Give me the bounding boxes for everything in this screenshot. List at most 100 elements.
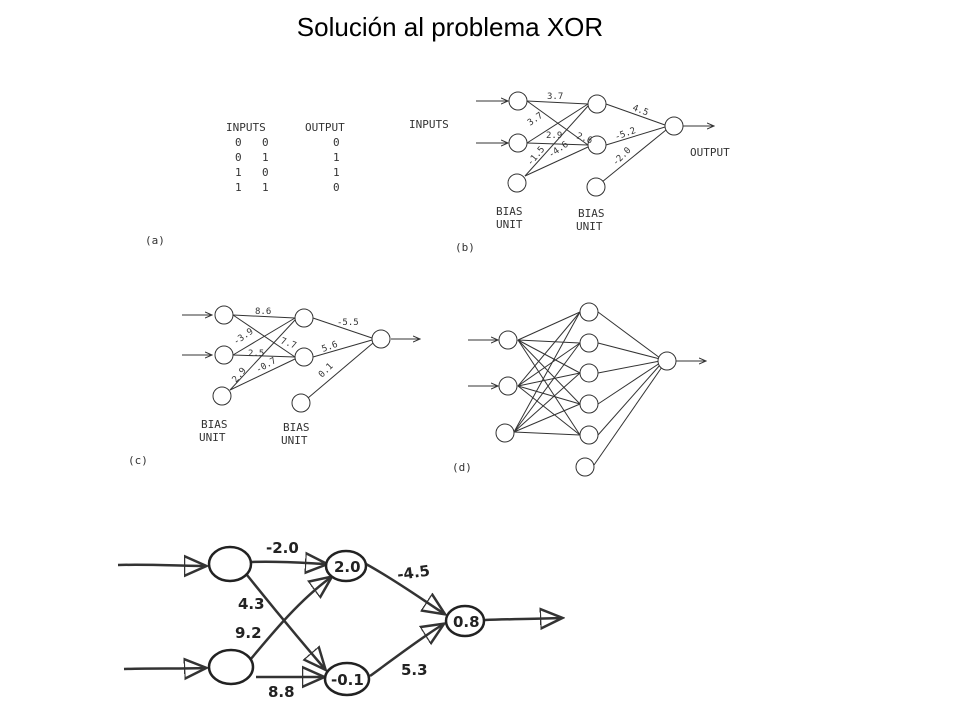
panel-c-bias-2-line-2: UNIT <box>281 434 308 447</box>
hand-output-arrow <box>484 618 560 620</box>
weight-label: 5.6 <box>321 340 340 355</box>
panel-c-input-node-1 <box>214 305 234 325</box>
panel-b-bias-1-line-1: BIAS <box>496 205 523 218</box>
hand-output-node <box>444 604 486 638</box>
panel-b-edge <box>605 126 666 146</box>
panel-b-bias-node-1 <box>507 173 527 193</box>
panel-b-output-label: OUTPUT <box>690 146 730 159</box>
hand-weight-label: 8.8 <box>268 683 295 701</box>
panel-d-hidden-node <box>579 333 599 353</box>
weight-label: 2.9 <box>546 131 562 141</box>
panel-b-edge <box>524 105 589 177</box>
panel-b-edge <box>601 129 667 183</box>
panel-d-bias-node-2 <box>575 457 595 477</box>
row-4-out: 0 <box>333 181 340 194</box>
panel-b-bias-2-line-1: BIAS <box>578 207 605 220</box>
hand-weight-label: 9.2 <box>235 624 262 642</box>
weight-label: -3.9 <box>232 327 256 348</box>
weight-label: 2.5 <box>248 349 264 359</box>
panel-b-input-node-2 <box>508 133 528 153</box>
panel-c-edge <box>229 319 296 391</box>
hand-edge-h2-out <box>369 625 442 678</box>
panel-b-bias-2-line-2: UNIT <box>576 220 603 233</box>
panel-d-hidden-node <box>579 363 599 383</box>
panel-c-bias-1-line-2: UNIT <box>199 431 226 444</box>
row-1-in1: 0 <box>235 136 242 149</box>
row-2-in2: 1 <box>262 151 269 164</box>
hand-node-out-value: 0.8 <box>453 613 480 631</box>
hand-hidden-node-1 <box>324 549 368 583</box>
handdrawn-network: 2.0 -0.1 0.8 -2.0 4.3 9.2 8.8 -4.5 5.3 <box>117 539 560 701</box>
hand-weight-label: 4.3 <box>238 595 265 613</box>
weight-label: 3.7 <box>526 111 545 129</box>
weight-label: -4.6 <box>547 140 571 161</box>
panel-b-edge <box>524 146 589 177</box>
panel-d-bias-node-1 <box>495 423 515 443</box>
panel-b-hidden-node-2 <box>587 135 607 155</box>
panel-c-edge <box>232 317 296 356</box>
hand-node-h2-value: -0.1 <box>331 671 364 689</box>
panel-b-input-node-1 <box>508 91 528 111</box>
hand-weight-label: 5.3 <box>401 661 428 679</box>
hand-node-h1-value: 2.0 <box>334 558 361 576</box>
panel-d-input-node-1 <box>498 330 518 350</box>
panel-c-network: 8.6 -3.9 2.5 7.7 2.9 -0.7 -5.5 5.6 0.1 B… <box>128 305 420 467</box>
panel-c-hidden-node-1 <box>294 308 314 328</box>
row-3-in2: 0 <box>262 166 269 179</box>
row-1-out: 0 <box>333 136 340 149</box>
panel-c-hidden-node-2 <box>294 347 314 367</box>
panel-d-network: (d) <box>452 302 706 477</box>
hand-edge-i2-h1 <box>249 578 330 661</box>
panel-b-bias-1-line-2: UNIT <box>496 218 523 231</box>
panel-c-input-node-2 <box>214 345 234 365</box>
panel-c-output-node <box>371 329 391 349</box>
panel-c-bias-1-line-1: BIAS <box>201 418 228 431</box>
hand-weight-label: -4.5 <box>396 562 431 584</box>
weight-label: 7.7 <box>279 336 298 351</box>
hand-input-node-1 <box>207 545 253 583</box>
panel-b-output-node <box>664 116 684 136</box>
panel-c-edge <box>312 339 373 358</box>
hand-edge-i1-h2 <box>246 574 324 668</box>
row-1-in2: 0 <box>262 136 269 149</box>
panel-b-bias-node-2 <box>586 177 606 197</box>
hand-edge-h1-out <box>365 562 443 613</box>
slide-title: Solución al problema XOR <box>296 12 604 42</box>
panel-b-edge <box>526 103 589 144</box>
row-4-in2: 1 <box>262 181 269 194</box>
hand-input-arrow-1 <box>117 565 204 566</box>
row-4-in1: 1 <box>235 181 242 194</box>
panel-a-label: (a) <box>145 234 165 247</box>
hand-weight-label: -2.0 <box>266 539 299 557</box>
weight-label: 3.7 <box>547 92 563 102</box>
weight-label: 8.6 <box>255 307 271 317</box>
panel-b-edge <box>526 142 589 146</box>
hand-edge-i1-h1 <box>251 562 325 564</box>
output-header: OUTPUT <box>305 121 345 134</box>
panel-b-hidden-node-1 <box>587 94 607 114</box>
panel-d-output-node <box>657 351 677 371</box>
panel-a-truth-table: INPUTS OUTPUT 0 0 0 0 1 1 1 0 1 1 1 0 (a… <box>145 121 345 247</box>
panel-b-network: INPUTS 3.7 3.7 2.9 -1.5 -4.6 2.6 4.5 -5.… <box>409 91 730 254</box>
panel-c-edge <box>307 342 374 399</box>
row-2-out: 1 <box>333 151 340 164</box>
weight-label: -2.0 <box>611 146 633 168</box>
weight-label: -5.2 <box>614 126 638 143</box>
panel-b-inputs-label: INPUTS <box>409 118 449 131</box>
weight-label: -5.5 <box>337 318 359 328</box>
hand-input-arrow-2 <box>123 668 204 669</box>
panel-c-edge <box>229 358 296 391</box>
panel-b-edge <box>526 100 589 105</box>
panel-c-bias-node-1 <box>212 386 232 406</box>
panel-c-edge <box>232 314 296 319</box>
hand-input-node-2 <box>207 648 255 686</box>
panel-d-hidden-node <box>579 302 599 322</box>
panel-c-edge <box>312 317 373 339</box>
panel-d-label: (d) <box>452 461 472 474</box>
weight-label: 2.6 <box>575 131 594 146</box>
panel-c-bias-node-2 <box>291 393 311 413</box>
panel-d-input-node-2 <box>498 376 518 396</box>
row-3-out: 1 <box>333 166 340 179</box>
hand-hidden-node-2 <box>323 661 371 697</box>
